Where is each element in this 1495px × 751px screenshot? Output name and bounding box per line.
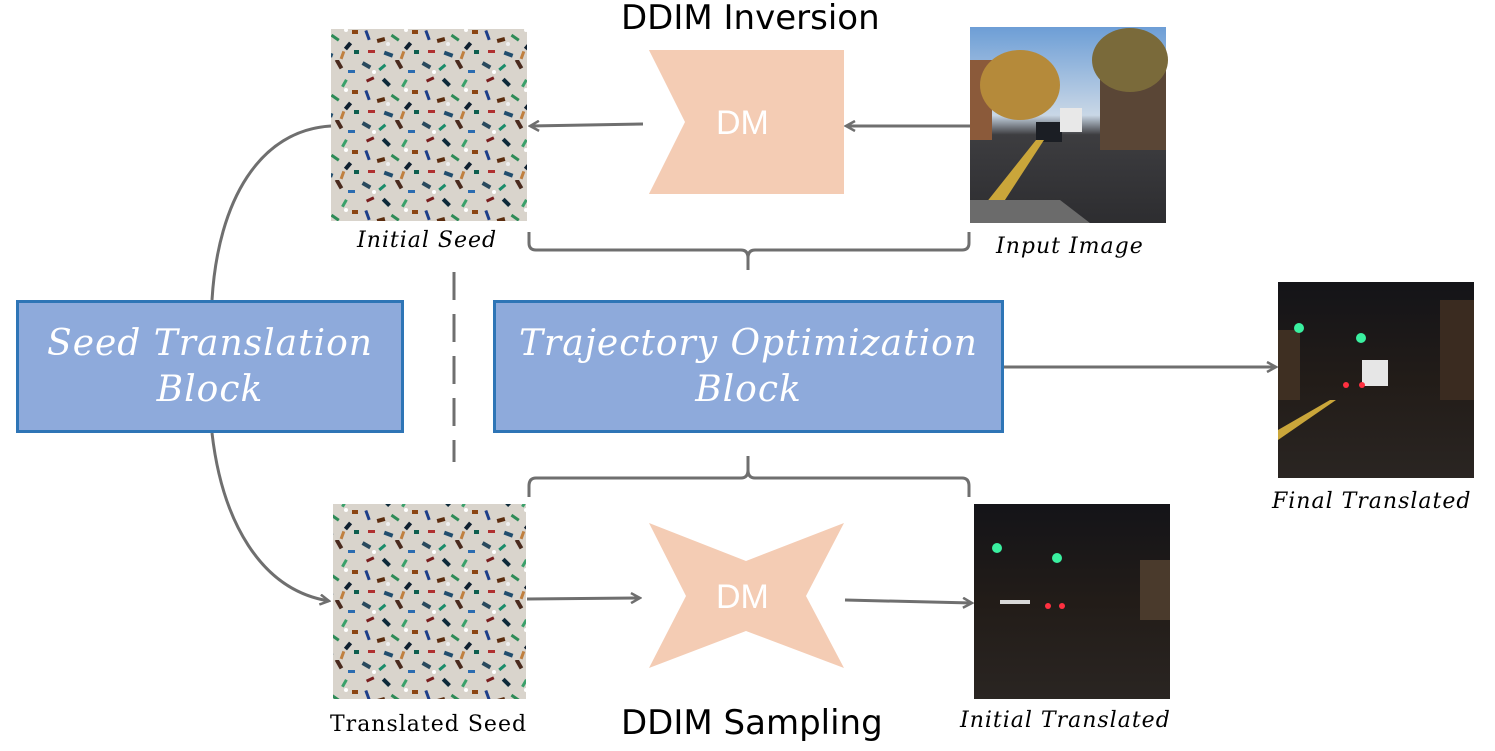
dm-model-bottom-shape bbox=[649, 523, 844, 668]
brace-bottom bbox=[527, 456, 971, 497]
dm-model-top-shape bbox=[649, 50, 844, 194]
final-translated-image bbox=[1278, 282, 1474, 478]
curve-block-to-translated-seed bbox=[210, 432, 329, 601]
trajectory-optimization-line1: Trajectory Optimization bbox=[519, 322, 978, 364]
arrow-seed-to-dm bbox=[526, 598, 640, 599]
input-image-caption: Input Image bbox=[996, 234, 1144, 259]
arrow-dm-to-translated bbox=[844, 600, 972, 603]
seed-translation-block: Seed Translation Block bbox=[16, 300, 404, 433]
dm-label-top: DM bbox=[716, 104, 769, 142]
initial-seed-image bbox=[331, 29, 527, 221]
initial-translated-image bbox=[974, 504, 1170, 699]
ddim-sampling-title: DDIM Sampling bbox=[621, 703, 883, 743]
ddim-inversion-title: DDIM Inversion bbox=[621, 0, 880, 38]
seed-translation-line1: Seed Translation bbox=[47, 322, 373, 364]
trajectory-optimization-block-label: Trajectory Optimization Block bbox=[519, 321, 978, 413]
brace-top bbox=[527, 232, 971, 270]
seed-translation-block-label: Seed Translation Block bbox=[47, 321, 373, 413]
translated-seed-image bbox=[333, 504, 526, 699]
seed-translation-line2: Block bbox=[156, 368, 264, 410]
trajectory-optimization-line2: Block bbox=[695, 368, 802, 410]
arrow-dm-to-seed bbox=[530, 124, 644, 126]
final-translated-caption: Final Translated bbox=[1272, 489, 1472, 514]
input-image bbox=[970, 27, 1168, 223]
initial-seed-caption: Initial Seed bbox=[357, 228, 498, 253]
curve-seed-to-block bbox=[210, 124, 332, 301]
dm-label-bottom: DM bbox=[716, 578, 769, 616]
initial-translated-caption: Initial Translated bbox=[960, 708, 1171, 733]
trajectory-optimization-block: Trajectory Optimization Block bbox=[493, 300, 1004, 433]
translated-seed-caption: Translated Seed bbox=[330, 712, 528, 737]
